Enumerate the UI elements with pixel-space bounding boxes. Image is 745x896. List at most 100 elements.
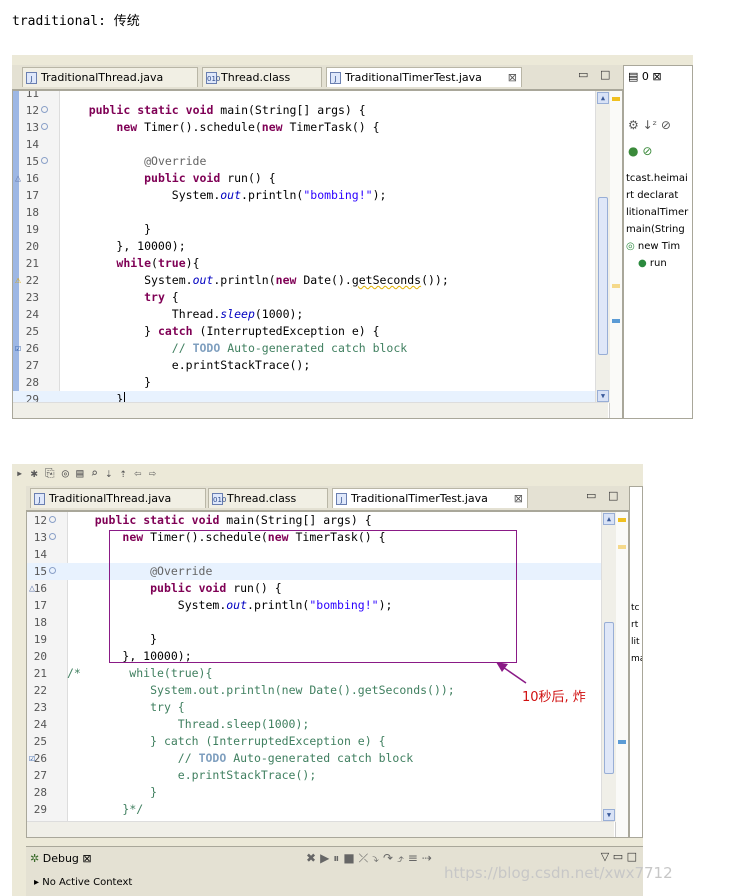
hide-fields-icon[interactable]: ⚙ bbox=[628, 118, 639, 132]
code-line[interactable]: 19 } bbox=[13, 221, 608, 238]
outline-package[interactable]: tcast.heimai bbox=[626, 173, 688, 184]
maximize-icon[interactable]: □ bbox=[600, 68, 611, 81]
remove-terminated-icon[interactable]: ✖ bbox=[306, 851, 321, 865]
outline-row[interactable]: ma bbox=[631, 654, 642, 664]
task-marker[interactable] bbox=[612, 319, 620, 323]
prev-annotation-icon[interactable]: ⇡ bbox=[119, 466, 127, 480]
code-line[interactable]: 21 while(true){ bbox=[13, 255, 608, 272]
code-line[interactable]: 17 System.out.println("bombing!"); bbox=[13, 187, 608, 204]
code-line[interactable]: 21/* while(true){ bbox=[27, 665, 614, 682]
code-line[interactable]: 23 try { bbox=[13, 289, 608, 306]
code-line[interactable]: 14 bbox=[27, 546, 614, 563]
outline-row[interactable]: rt bbox=[631, 620, 639, 630]
outline-row[interactable]: lit bbox=[631, 637, 640, 647]
code-line[interactable]: 12 public static void main(String[] args… bbox=[13, 102, 608, 119]
forward-icon[interactable]: ⇨ bbox=[148, 466, 156, 480]
code-line[interactable]: 26☑ // TODO Auto-generated catch block bbox=[13, 340, 608, 357]
tab-traditional-timer-test[interactable]: J TraditionalTimerTest.java ⊠ bbox=[332, 488, 528, 508]
code-line[interactable]: 28 } bbox=[27, 784, 614, 801]
close-icon[interactable]: ⊠ bbox=[82, 852, 92, 865]
outline-class[interactable]: litionalTimer bbox=[626, 207, 689, 218]
code-line[interactable]: 20 }, 10000); bbox=[13, 238, 608, 255]
tab-thread-class[interactable]: 010 Thread.class bbox=[202, 67, 322, 87]
back-icon[interactable]: ⇦ bbox=[134, 466, 142, 480]
scroll-up-icon[interactable]: ▲ bbox=[603, 513, 615, 525]
sort-icon[interactable]: ↓ᶻ bbox=[642, 118, 658, 132]
fold-toggle-icon[interactable] bbox=[49, 567, 56, 574]
code-line[interactable]: 26☑ // TODO Auto-generated catch block bbox=[27, 750, 614, 767]
code-line[interactable]: 20 }, 10000); bbox=[27, 648, 614, 665]
code-line[interactable]: 24 Thread.sleep(1000); bbox=[27, 716, 614, 733]
code-line[interactable]: 16△ public void run() { bbox=[27, 580, 614, 597]
use-step-filters-icon[interactable]: ⇢ bbox=[421, 851, 436, 865]
drop-to-frame-icon[interactable]: ≡ bbox=[407, 851, 422, 865]
next-annotation-icon[interactable]: ⇣ bbox=[105, 466, 113, 480]
minimize-icon[interactable]: ▭ bbox=[612, 850, 624, 863]
code-line[interactable]: 15 @Override bbox=[27, 563, 614, 580]
vertical-scrollbar[interactable]: ▲ ▼ bbox=[595, 91, 610, 403]
view-menu-icon[interactable]: ▽ bbox=[600, 850, 610, 863]
hide-static-icon[interactable]: ⊘ bbox=[660, 118, 671, 132]
code-line[interactable]: 24 Thread.sleep(1000); bbox=[13, 306, 608, 323]
warning-marker[interactable] bbox=[618, 545, 626, 549]
code-line[interactable]: 11 bbox=[13, 91, 608, 102]
code-line[interactable]: 12 public static void main(String[] args… bbox=[27, 512, 614, 529]
code-line[interactable]: 22 System.out.println(new Date().getSeco… bbox=[27, 682, 614, 699]
step-over-icon[interactable]: ↷ bbox=[383, 851, 398, 865]
maximize-icon[interactable]: □ bbox=[626, 850, 637, 863]
open-folder-icon[interactable]: ▤ bbox=[76, 466, 84, 480]
code-line[interactable]: 25 } catch (InterruptedException e) { bbox=[27, 733, 614, 750]
code-line[interactable]: 13 new Timer().schedule(new TimerTask() … bbox=[13, 119, 608, 136]
tab-traditional-thread[interactable]: J TraditionalThread.java bbox=[30, 488, 206, 508]
outline-anonymous-class[interactable]: ◎ new Tim bbox=[626, 241, 680, 252]
outline-imports[interactable]: rt declarat bbox=[626, 190, 679, 201]
code-line[interactable]: 16△ public void run() { bbox=[13, 170, 608, 187]
resume-icon[interactable]: ▶ bbox=[320, 851, 334, 865]
horizontal-scrollbar[interactable] bbox=[27, 821, 614, 837]
minimize-icon[interactable]: ▭ bbox=[586, 489, 597, 502]
scroll-up-icon[interactable]: ▲ bbox=[597, 92, 609, 104]
code-line[interactable]: 14 bbox=[13, 136, 608, 153]
new-class-icon[interactable]: ◎ bbox=[61, 466, 70, 480]
warning-icon[interactable]: ⚠ bbox=[15, 275, 22, 286]
warning-marker[interactable] bbox=[618, 518, 626, 522]
fold-toggle-icon[interactable] bbox=[41, 106, 48, 113]
hide-nonpublic-icon[interactable]: ● bbox=[628, 144, 639, 158]
code-line[interactable]: 18 bbox=[27, 614, 614, 631]
step-return-icon[interactable]: ⤴ bbox=[397, 851, 408, 865]
debug-tab[interactable]: ✲ Debug ⊠ bbox=[30, 852, 92, 865]
code-line[interactable]: 25 } catch (InterruptedException e) { bbox=[13, 323, 608, 340]
maximize-icon[interactable]: □ bbox=[608, 489, 619, 502]
close-tab-icon[interactable]: ⊠ bbox=[513, 492, 523, 505]
code-line[interactable]: 27 e.printStackTrace(); bbox=[27, 767, 614, 784]
outline-run-method[interactable]: ● run bbox=[638, 258, 667, 269]
scroll-down-icon[interactable]: ▼ bbox=[597, 390, 609, 402]
minimize-icon[interactable]: ▭ bbox=[578, 68, 589, 81]
code-line[interactable]: 18 bbox=[13, 204, 608, 221]
hide-local-types-icon[interactable]: ⊘ bbox=[642, 144, 653, 158]
scroll-down-icon[interactable]: ▼ bbox=[603, 809, 615, 821]
suspend-icon[interactable]: ⏸ bbox=[333, 851, 344, 865]
debug-icon[interactable]: ✱ bbox=[30, 466, 38, 480]
step-into-icon[interactable]: ⤵ bbox=[372, 851, 383, 865]
outline-main-method[interactable]: main(String bbox=[626, 224, 685, 235]
code-line[interactable]: 23 try { bbox=[27, 699, 614, 716]
code-line[interactable]: 13 new Timer().schedule(new TimerTask() … bbox=[27, 529, 614, 546]
warning-marker[interactable] bbox=[612, 97, 620, 101]
open-type-icon[interactable]: ⎘ bbox=[44, 466, 55, 480]
code-line[interactable]: 19 } bbox=[27, 631, 614, 648]
close-icon[interactable]: ⊠ bbox=[652, 70, 662, 83]
fold-toggle-icon[interactable] bbox=[49, 533, 56, 540]
horizontal-scrollbar[interactable] bbox=[13, 402, 608, 418]
scroll-thumb[interactable] bbox=[604, 622, 614, 774]
code-line[interactable]: 29 }*/ bbox=[27, 801, 614, 818]
override-marker-icon[interactable]: △ bbox=[29, 583, 36, 594]
disconnect-icon[interactable]: ⤫ bbox=[358, 851, 373, 865]
tab-traditional-timer-test[interactable]: J TraditionalTimerTest.java ⊠ bbox=[326, 67, 522, 87]
tab-traditional-thread[interactable]: J TraditionalThread.java bbox=[22, 67, 198, 87]
fold-toggle-icon[interactable] bbox=[41, 157, 48, 164]
vertical-scrollbar[interactable]: ▲ ▼ bbox=[601, 512, 616, 822]
code-line[interactable]: 27 e.printStackTrace(); bbox=[13, 357, 608, 374]
outline-row[interactable]: tc bbox=[631, 603, 640, 613]
